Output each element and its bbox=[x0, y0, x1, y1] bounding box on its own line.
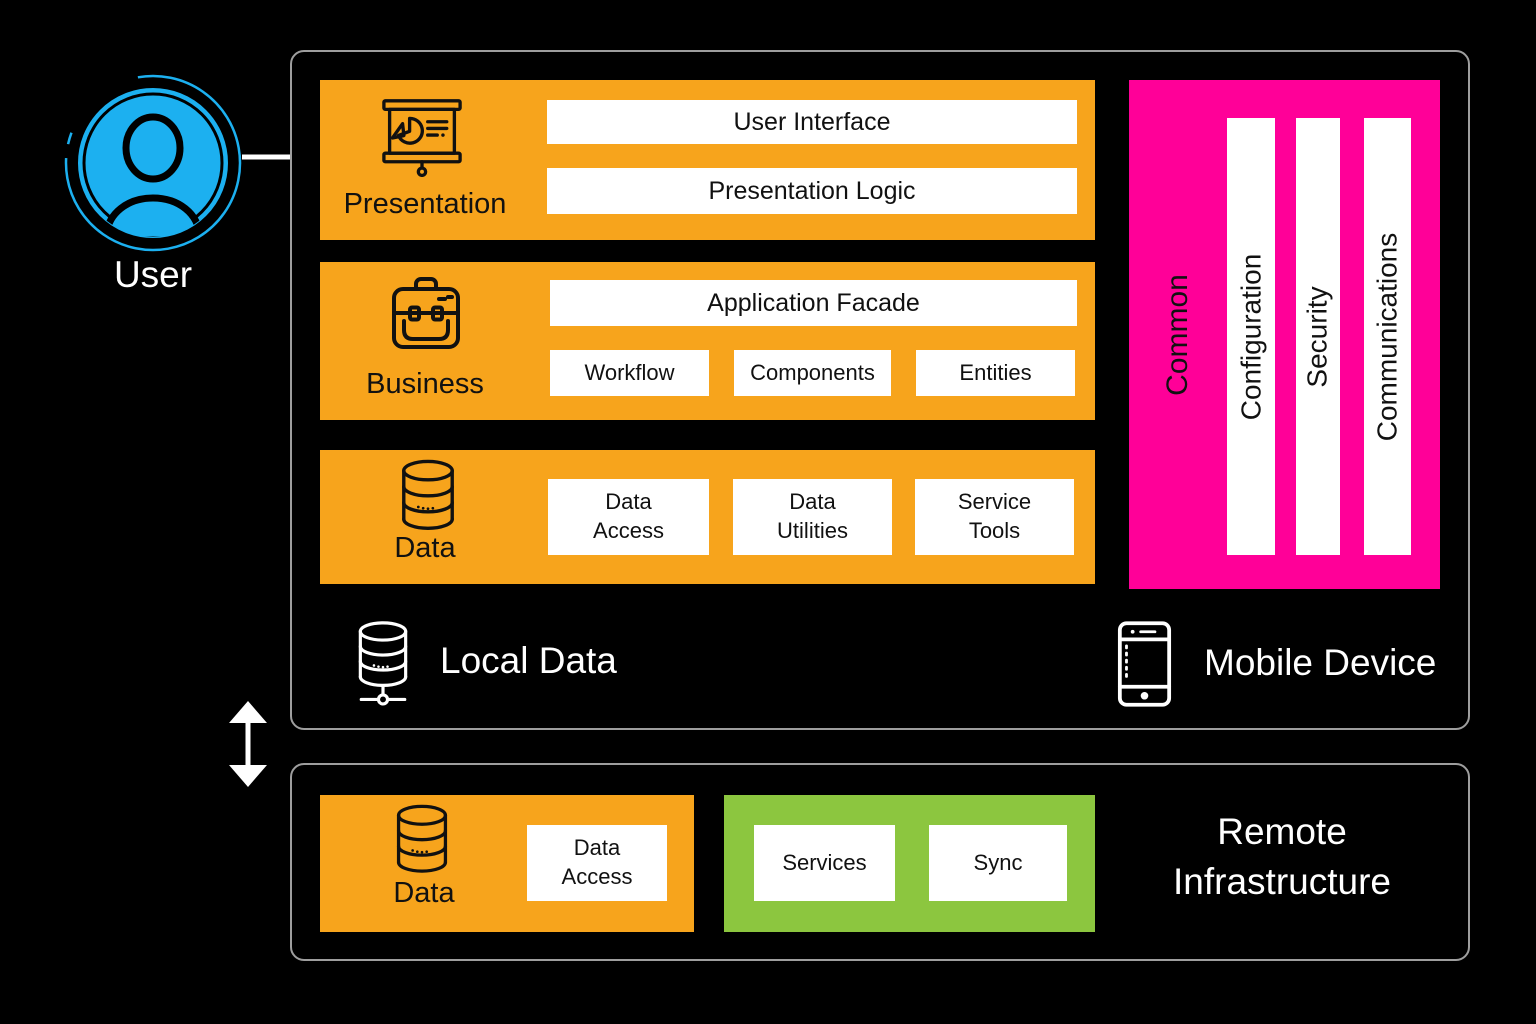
business-layer: Business Application Facade Workflow Com… bbox=[320, 262, 1095, 420]
remote-data-label: Data bbox=[393, 877, 455, 909]
user-avatar-icon bbox=[64, 74, 242, 252]
presentation-layer: Presentation User Interface Presentation… bbox=[320, 80, 1095, 240]
sync-box: Sync bbox=[929, 825, 1067, 901]
security-bar: Security bbox=[1296, 118, 1340, 555]
user-avatar bbox=[58, 68, 248, 258]
entities-box: Entities bbox=[916, 350, 1075, 396]
mobile-device-container: Presentation User Interface Presentation… bbox=[290, 50, 1470, 730]
components-box: Components bbox=[734, 350, 891, 396]
workflow-box: Workflow bbox=[550, 350, 709, 396]
user-interface-box: User Interface bbox=[547, 100, 1077, 144]
remote-infrastructure-container: Data Data Access Services Sync Remote In… bbox=[290, 763, 1470, 961]
common-panel: Common Configuration Security Communicat… bbox=[1129, 80, 1440, 589]
security-label: Security bbox=[1302, 285, 1333, 388]
data-layer: Data Data Access Data Utilities Service … bbox=[320, 450, 1095, 584]
remote-services-block: Services Sync bbox=[724, 795, 1095, 932]
remote-label-line2: Infrastructure bbox=[1173, 861, 1391, 902]
local-data-label: Local Data bbox=[440, 640, 617, 681]
application-facade-box: Application Facade bbox=[550, 280, 1077, 326]
configuration-label: Configuration bbox=[1235, 253, 1266, 420]
arrow-vertical-icon bbox=[229, 701, 267, 787]
service-tools-box: Service Tools bbox=[915, 479, 1074, 555]
remote-data-block: Data Data Access bbox=[320, 795, 694, 932]
presentation-logic-box: Presentation Logic bbox=[547, 168, 1077, 214]
data-access-box: Data Access bbox=[548, 479, 709, 555]
data-label: Data bbox=[394, 532, 456, 564]
local-data-icon bbox=[354, 618, 412, 712]
user-label: User bbox=[113, 254, 193, 295]
remote-infrastructure-label: Remote Infrastructure bbox=[1112, 807, 1452, 907]
common-title-wrap: Common bbox=[1129, 80, 1227, 589]
communications-bar: Communications bbox=[1364, 118, 1411, 555]
remote-label-line1: Remote bbox=[1217, 811, 1347, 852]
configuration-bar: Configuration bbox=[1227, 118, 1275, 555]
mobile-device-icon bbox=[1117, 620, 1172, 708]
presentation-label: Presentation bbox=[343, 188, 507, 220]
briefcase-icon bbox=[384, 272, 468, 358]
services-box: Services bbox=[754, 825, 895, 901]
business-label: Business bbox=[366, 368, 484, 400]
remote-data-access-box: Data Access bbox=[527, 825, 667, 901]
data-utilities-box: Data Utilities bbox=[733, 479, 892, 555]
mobile-device-label: Mobile Device bbox=[1204, 642, 1437, 683]
common-label: Common bbox=[1161, 273, 1195, 396]
presentation-icon bbox=[380, 97, 464, 177]
communications-label: Communications bbox=[1371, 232, 1403, 441]
